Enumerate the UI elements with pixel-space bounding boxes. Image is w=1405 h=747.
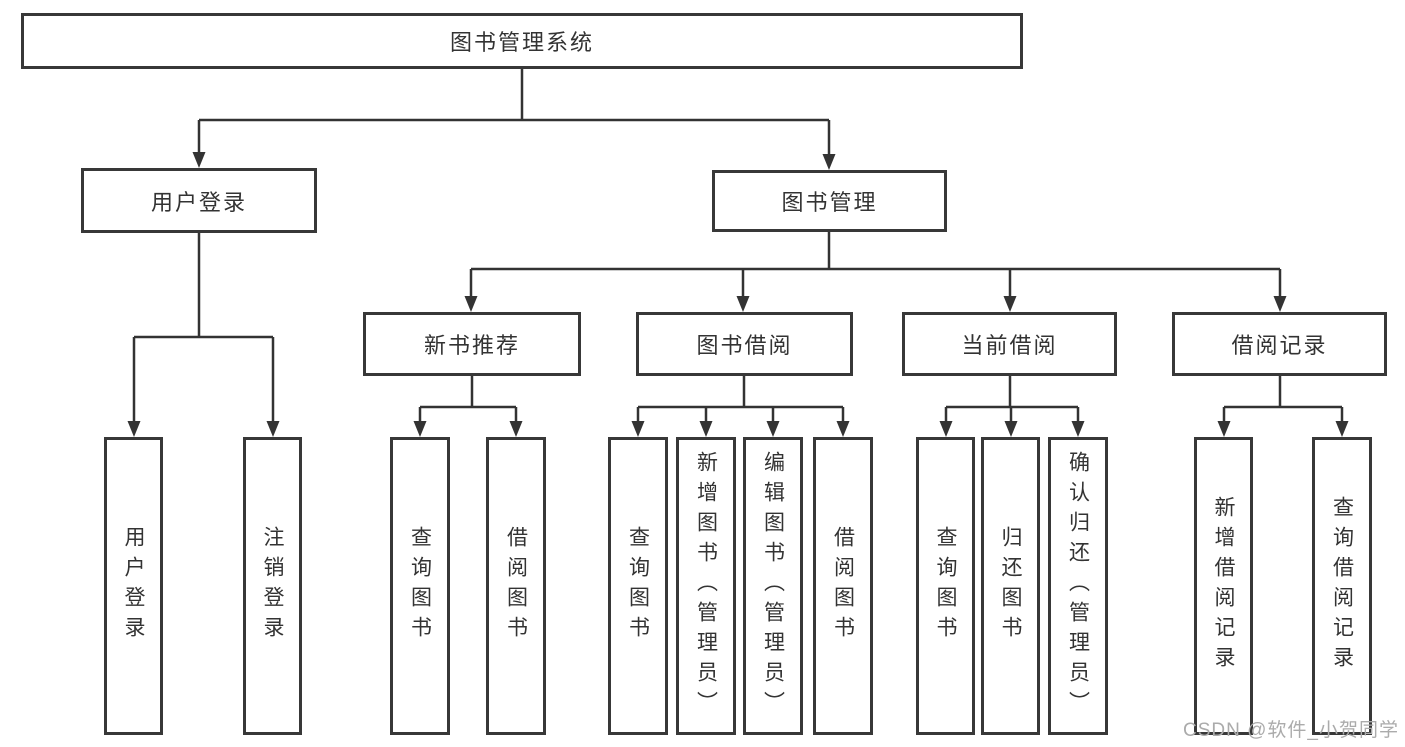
leaf-query-books-recommend: 查询图书 — [390, 437, 450, 735]
node-current-borrow-label: 当前借阅 — [961, 333, 1058, 358]
leaf-query-borrow-record: 查询借阅记录 — [1312, 437, 1372, 735]
leaf-query-books-borrow-label: 查询图书 — [626, 526, 650, 646]
node-book-management-label: 图书管理 — [781, 190, 878, 215]
leaf-query-books-current-label: 查询图书 — [934, 526, 957, 646]
node-new-book-recommend-label: 新书推荐 — [423, 333, 520, 358]
node-borrow-records: 借阅记录 — [1172, 312, 1387, 376]
leaf-add-book-admin: 新增图书（管理员） — [676, 437, 736, 735]
node-user-login-label: 用户登录 — [150, 189, 247, 215]
leaf-query-books-borrow: 查询图书 — [608, 437, 668, 735]
leaf-edit-book-admin-label: 编辑图书（管理员） — [761, 451, 785, 721]
node-book-borrow: 图书借阅 — [636, 312, 853, 376]
leaf-borrow-books-recommend-label: 借阅图书 — [504, 526, 528, 646]
leaf-edit-book-admin: 编辑图书（管理员） — [743, 437, 803, 735]
leaf-add-borrow-record: 新增借阅记录 — [1194, 437, 1253, 735]
leaf-query-borrow-record-label: 查询借阅记录 — [1330, 496, 1354, 676]
leaf-return-book: 归还图书 — [981, 437, 1040, 735]
node-root-label: 图书管理系统 — [449, 30, 594, 55]
node-book-management: 图书管理 — [712, 170, 947, 232]
node-current-borrow: 当前借阅 — [902, 312, 1117, 376]
leaf-query-books-recommend-label: 查询图书 — [408, 526, 432, 646]
leaf-confirm-return-admin: 确认归还（管理员） — [1048, 437, 1108, 735]
node-book-borrow-label: 图书借阅 — [696, 333, 793, 358]
leaf-add-book-admin-label: 新增图书（管理员） — [694, 451, 718, 721]
leaf-query-books-current: 查询图书 — [916, 437, 975, 735]
node-root: 图书管理系统 — [21, 13, 1023, 69]
node-borrow-records-label: 借阅记录 — [1231, 333, 1328, 358]
node-user-login: 用户登录 — [81, 168, 317, 233]
watermark: CSDN @软件_小贺同学 — [1183, 720, 1399, 741]
leaf-user-login: 用户登录 — [104, 437, 163, 735]
leaf-return-book-label: 归还图书 — [999, 526, 1022, 646]
leaf-borrow-books-label: 借阅图书 — [831, 526, 855, 646]
node-new-book-recommend: 新书推荐 — [363, 312, 581, 376]
leaf-logout-label: 注销登录 — [261, 526, 284, 646]
leaf-borrow-books: 借阅图书 — [813, 437, 873, 735]
leaf-user-login-label: 用户登录 — [122, 526, 145, 646]
leaf-confirm-return-admin-label: 确认归还（管理员） — [1066, 451, 1090, 721]
leaf-borrow-books-recommend: 借阅图书 — [486, 437, 546, 735]
leaf-logout: 注销登录 — [243, 437, 302, 735]
leaf-add-borrow-record-label: 新增借阅记录 — [1212, 496, 1235, 676]
